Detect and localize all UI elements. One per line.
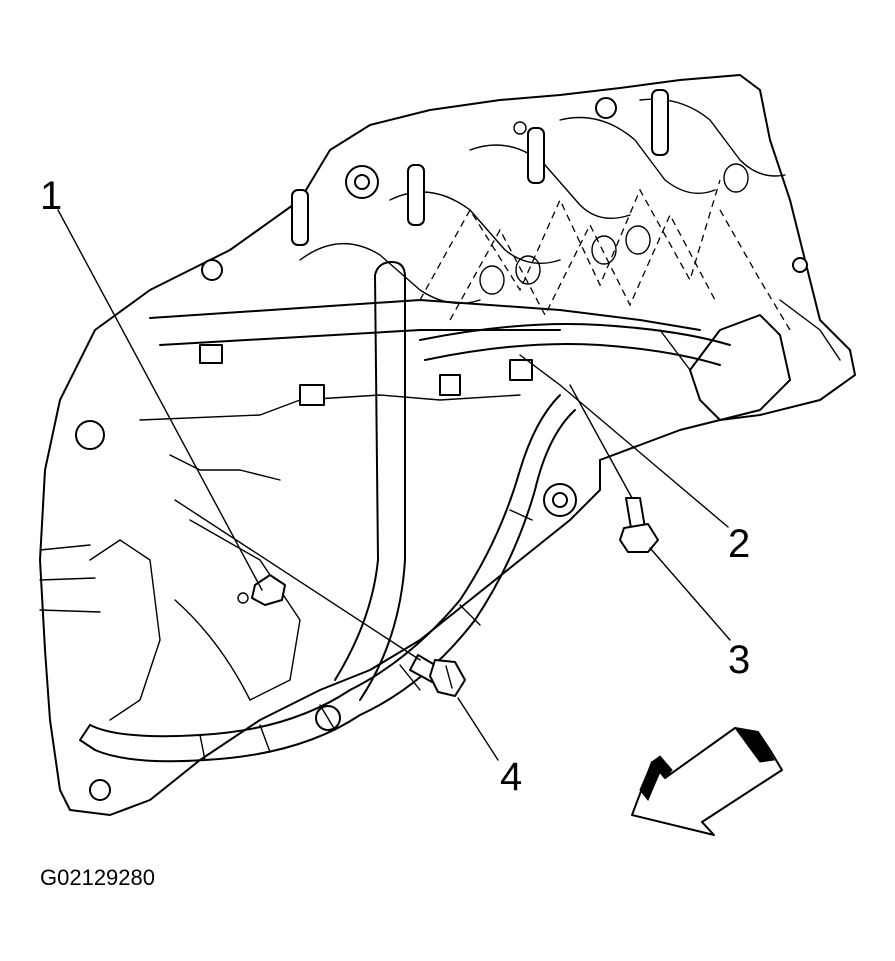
leader-lines	[57, 209, 731, 761]
leader-line-3-ext	[569, 384, 633, 499]
leader-line-4	[457, 697, 499, 761]
leader-line-1	[57, 209, 263, 591]
figure-id: G02129280	[40, 865, 155, 890]
bolt-3	[619, 497, 659, 553]
leader-line-2b	[519, 354, 561, 386]
leader-line-4-ext	[174, 499, 421, 661]
direction-arrow-icon	[631, 727, 783, 836]
bracket	[237, 574, 286, 606]
wiring-harness	[79, 261, 731, 763]
leader-line-2	[559, 384, 729, 528]
callout-3: 3	[728, 638, 751, 682]
leader-line-3	[649, 547, 731, 641]
callout-1: 1	[40, 174, 63, 218]
callout-2: 2	[728, 522, 751, 566]
bolt-4	[409, 654, 466, 697]
engine-block	[39, 74, 856, 816]
callout-4: 4	[500, 755, 523, 799]
